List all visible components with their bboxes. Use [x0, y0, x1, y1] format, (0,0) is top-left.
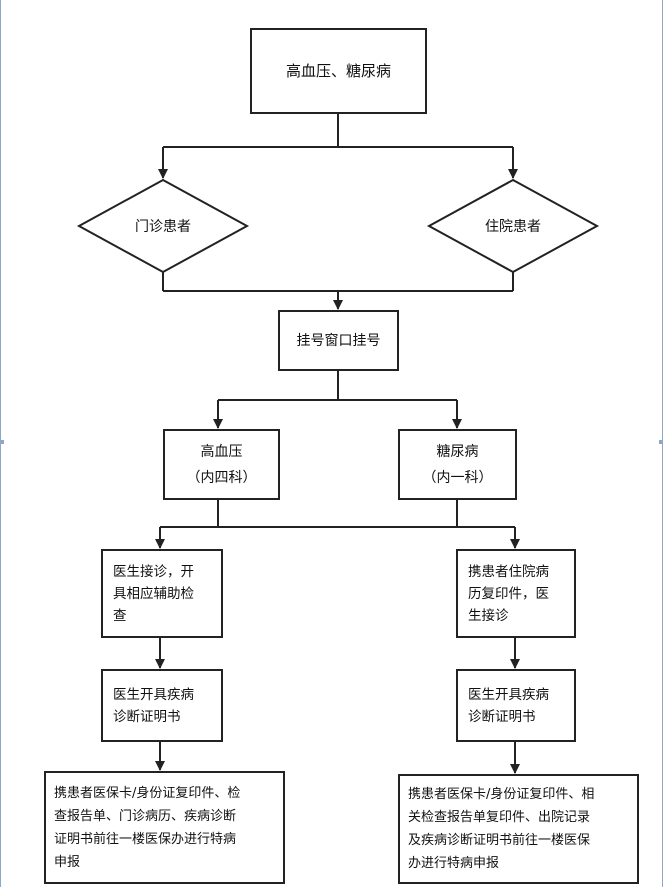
right-step3-line4: 办进行特病申报 [408, 856, 500, 871]
left-step2-line2: 诊断证明书 [113, 708, 181, 725]
hypertension-box: 高血压 （内四科） [163, 429, 280, 500]
left-step1-line3: 查 [113, 607, 127, 624]
left-step3-line1: 携患者医保卡/身份证复印件、检 [54, 785, 241, 801]
right-step1-text: 携患者住院病 历复印件，医 生接诊 [468, 561, 549, 627]
right-step3-line1: 携患者医保卡/身份证复印件、相 [408, 787, 595, 802]
right-step1-line1: 携患者住院病 [468, 563, 549, 580]
left-step1-box: 医生接诊，开 具相应辅助检 查 [101, 549, 223, 638]
left-step1-line2: 具相应辅助检 [113, 585, 194, 602]
diabetes-text: 糖尿病 （内一科） [423, 439, 493, 491]
left-step3-line3: 证明书前往一楼医保办进行特病 [54, 831, 237, 847]
frame-left-mark [0, 440, 4, 444]
left-step2-line1: 医生开具疾病 [113, 686, 194, 703]
left-step1-text: 医生接诊，开 具相应辅助检 查 [113, 561, 194, 627]
hypertension-text: 高血压 （内四科） [187, 439, 257, 491]
left-step3-box: 携患者医保卡/身份证复印件、检 查报告单、门诊病历、疾病诊断 证明书前往一楼医保… [44, 771, 285, 884]
right-step1-box: 携患者住院病 历复印件，医 生接诊 [456, 549, 576, 638]
right-step1-line2: 历复印件，医 [468, 585, 549, 602]
left-step2-text: 医生开具疾病 诊断证明书 [113, 684, 194, 728]
right-step3-text: 携患者医保卡/身份证复印件、相 关检查报告单复印件、出院记录 及疾病诊断证明书前… [408, 783, 594, 875]
top-box-label: 高血压、糖尿病 [285, 62, 391, 80]
diabetes-name: 糖尿病 [436, 443, 479, 460]
right-step1-line3: 生接诊 [468, 607, 509, 624]
registration-label: 挂号窗口挂号 [296, 332, 381, 349]
hypertension-name: 高血压 [200, 443, 243, 460]
left-step1-line1: 医生接诊，开 [113, 563, 194, 580]
outpatient-label: 门诊患者 [135, 219, 191, 235]
left-step2-box: 医生开具疾病 诊断证明书 [101, 669, 223, 742]
right-step3-line3: 及疾病诊断证明书前往一楼医保 [408, 833, 591, 848]
right-step2-text: 医生开具疾病 诊断证明书 [468, 684, 549, 728]
left-step3-text: 携患者医保卡/身份证复印件、检 查报告单、门诊病历、疾病诊断 证明书前往一楼医保… [54, 782, 240, 874]
top-box: 高血压、糖尿病 [250, 28, 427, 114]
left-step3-line4: 申报 [54, 854, 81, 870]
left-step3-line2: 查报告单、门诊病历、疾病诊断 [54, 808, 237, 824]
frame-right-mark [659, 440, 663, 444]
diabetes-dept: （内一科） [422, 469, 493, 486]
right-step2-box: 医生开具疾病 诊断证明书 [456, 669, 576, 742]
right-step3-box: 携患者医保卡/身份证复印件、相 关检查报告单复印件、出院记录 及疾病诊断证明书前… [398, 774, 639, 884]
inpatient-label: 住院患者 [485, 219, 541, 235]
right-step2-line2: 诊断证明书 [468, 708, 536, 725]
diabetes-box: 糖尿病 （内一科） [398, 429, 517, 500]
right-step2-line1: 医生开具疾病 [468, 686, 549, 703]
registration-box: 挂号窗口挂号 [278, 310, 399, 371]
right-step3-line2: 关检查报告单复印件、出院记录 [408, 810, 591, 825]
hypertension-dept: （内四科） [186, 469, 257, 486]
